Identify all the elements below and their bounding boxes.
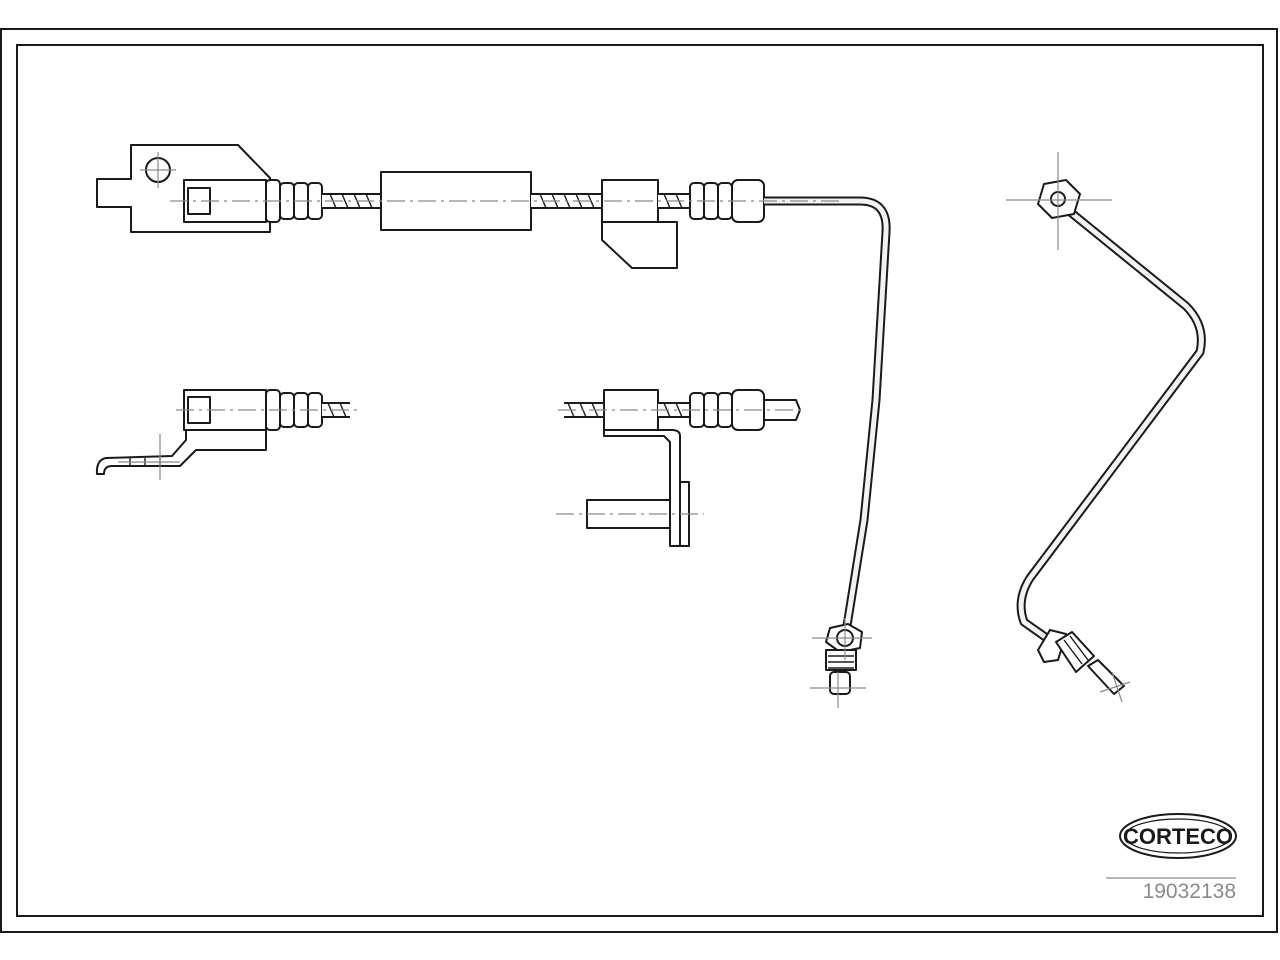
pipe-end-fitting-bottom (1037, 629, 1131, 703)
bracket-strip (95, 429, 267, 475)
logo-brand-text: CORTECO (1123, 824, 1233, 849)
clip-bracket-arm (603, 429, 681, 547)
union-nut-fitting (810, 618, 872, 708)
detail-view-end-fitting (95, 389, 362, 480)
part-number: 19032138 (1143, 880, 1236, 903)
pipe-end-nut-top (1006, 152, 1112, 250)
detail-view-holder-clip (556, 389, 806, 547)
hose-holder-clip (601, 179, 678, 269)
inner-frame (16, 44, 1264, 917)
outer-frame (0, 28, 1278, 933)
rigid-brake-pipe (764, 196, 891, 633)
side-view-brake-pipe (1006, 152, 1206, 703)
corteco-logo: CORTECO (1119, 813, 1237, 859)
main-brake-hose (96, 144, 891, 708)
